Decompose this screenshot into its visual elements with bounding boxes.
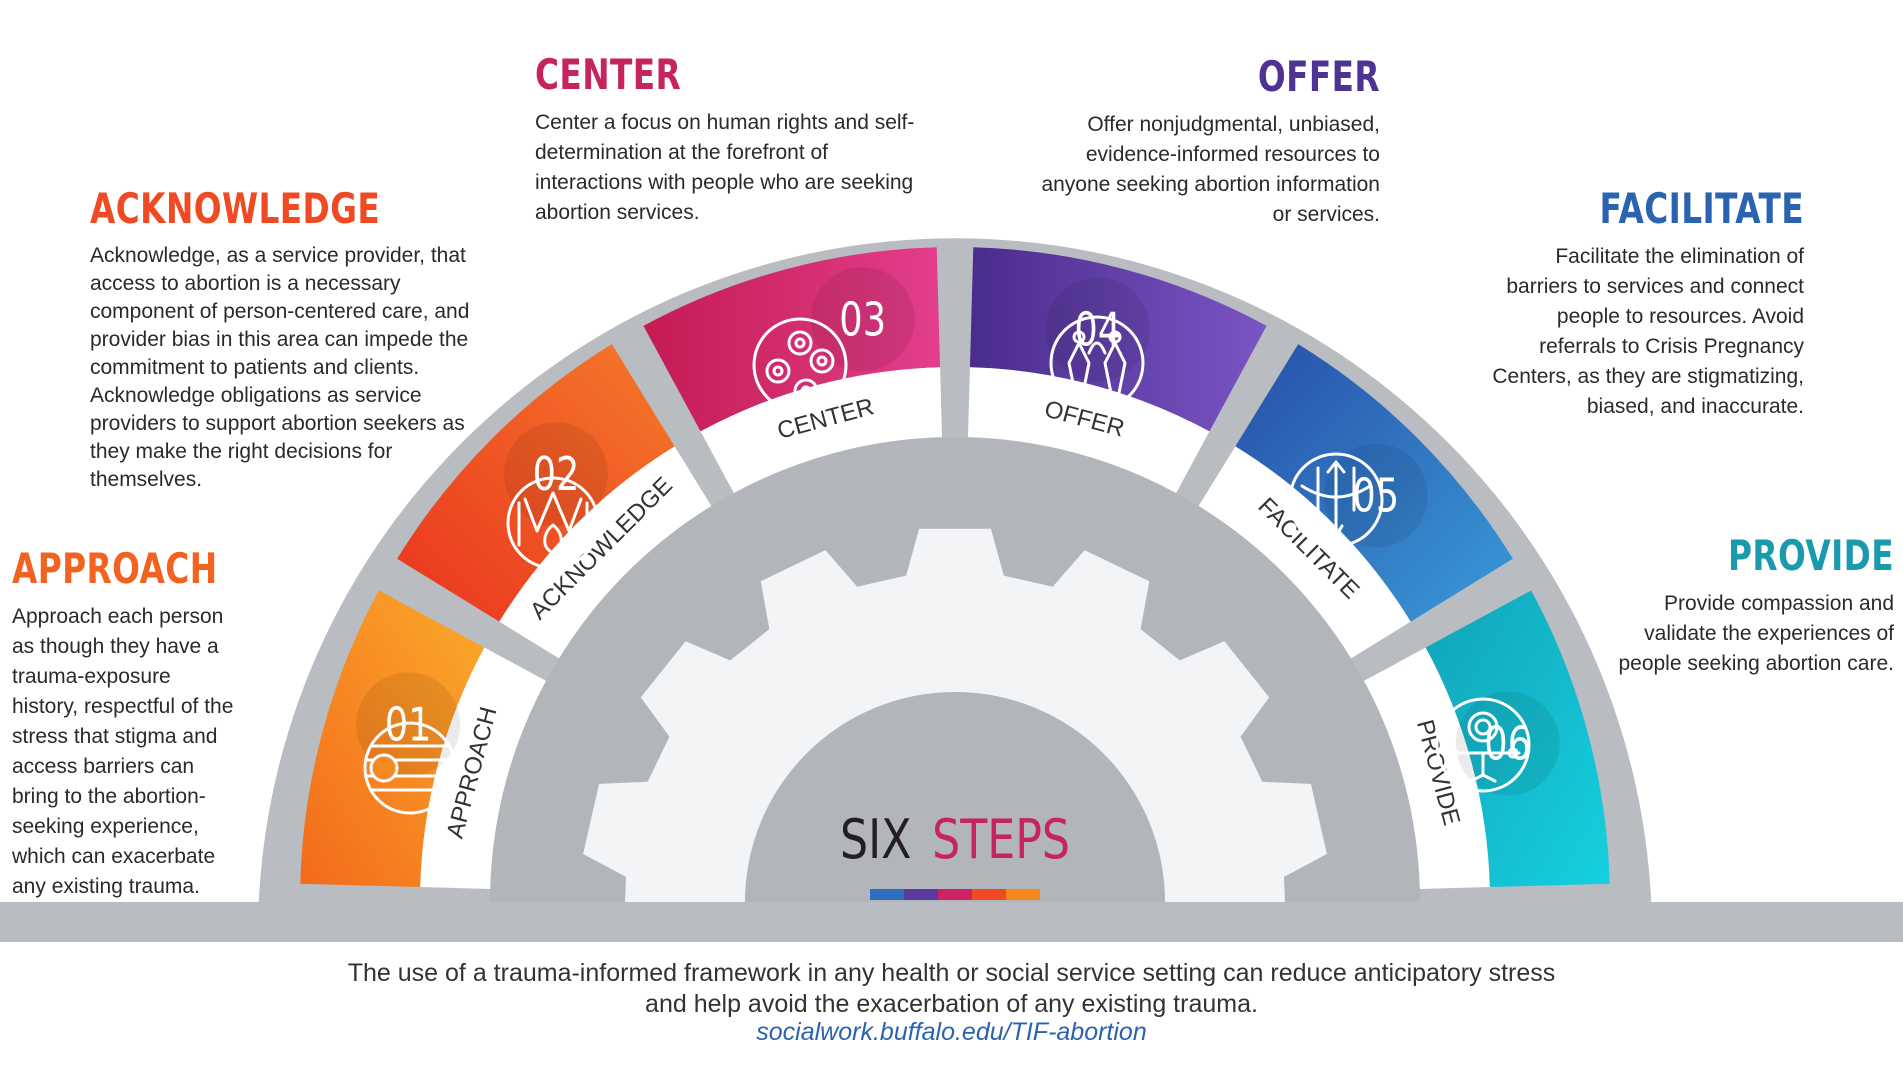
segment-facilitate	[1235, 344, 1513, 622]
footer-text: The use of a trauma-informed framework i…	[0, 958, 1903, 1020]
footer-line-1: The use of a trauma-informed framework i…	[347, 959, 1556, 987]
segment-provide	[1425, 590, 1610, 888]
step-number-03: 03	[839, 292, 886, 346]
color-bar-blue	[870, 889, 904, 900]
step-desc-acknowledge: Acknowledge, as a service provider, that…	[90, 244, 470, 491]
arrows-globe-icon	[1288, 452, 1384, 548]
center-label: SIX STEPS	[840, 808, 1070, 871]
step-offer: OFFER Offer nonjudgmental, unbiased, evi…	[1020, 56, 1380, 230]
segment-band-center	[700, 367, 943, 493]
color-bar-purple	[904, 889, 938, 900]
step-provide: PROVIDE Provide compassion and validate …	[1610, 535, 1894, 679]
step-desc-facilitate: Facilitate the elimination of barriers t…	[1492, 245, 1804, 418]
step-approach: APPROACH Approach each person as though …	[12, 548, 242, 902]
center-label-six: SIX	[840, 808, 911, 871]
segment-band-provide	[1364, 647, 1490, 890]
color-bar-red	[972, 889, 1006, 900]
circle-lines-icon	[363, 721, 457, 815]
step-desc-offer: Offer nonjudgmental, unbiased, evidence-…	[1041, 113, 1380, 226]
step-desc-center: Center a focus on human rights and self-…	[535, 111, 915, 224]
step-title-offer: OFFER	[1257, 52, 1380, 101]
color-bar	[870, 889, 1040, 900]
step-title-center: CENTER	[535, 50, 682, 99]
step-desc-approach: Approach each person as though they have…	[12, 605, 234, 898]
number-shade-03	[810, 267, 915, 372]
center-label-steps: STEPS	[932, 808, 1070, 871]
segment-band-offer	[967, 367, 1210, 493]
gear-hub	[745, 692, 1165, 902]
step-title-approach: APPROACH	[12, 544, 218, 593]
segment-acknowledge	[397, 344, 675, 622]
segment-approach	[300, 590, 485, 888]
four-circles-icon	[752, 317, 848, 413]
figures-icon	[1049, 315, 1145, 411]
step-number-02: 02	[533, 447, 580, 501]
step-facilitate: FACILITATE Facilitate the elimination of…	[1480, 188, 1804, 422]
step-center: CENTER Center a focus on human rights an…	[535, 54, 930, 228]
color-bar-orange	[1006, 889, 1040, 900]
segment-band-acknowledge	[499, 446, 712, 659]
segment-band-approach	[420, 647, 546, 890]
step-title-facilitate: FACILITATE	[1599, 184, 1804, 233]
footer-link[interactable]: socialwork.buffalo.edu/TIF-abortion	[756, 1018, 1147, 1046]
segment-center	[643, 247, 941, 432]
balance-icon	[1435, 697, 1531, 793]
segment-band-facilitate	[1198, 446, 1411, 659]
step-desc-provide: Provide compassion and validate the expe…	[1618, 592, 1894, 675]
step-acknowledge: ACKNOWLEDGE Acknowledge, as a service pr…	[90, 188, 500, 494]
step-title-acknowledge: ACKNOWLEDGE	[90, 184, 381, 233]
base-bar	[0, 902, 1903, 942]
step-title-provide: PROVIDE	[1727, 531, 1894, 580]
footer-line-2: and help avoid the exacerbation of any e…	[645, 990, 1258, 1018]
color-bar-magenta	[938, 889, 972, 900]
crown-flame-icon	[506, 476, 600, 570]
number-shade-05	[1323, 443, 1428, 548]
